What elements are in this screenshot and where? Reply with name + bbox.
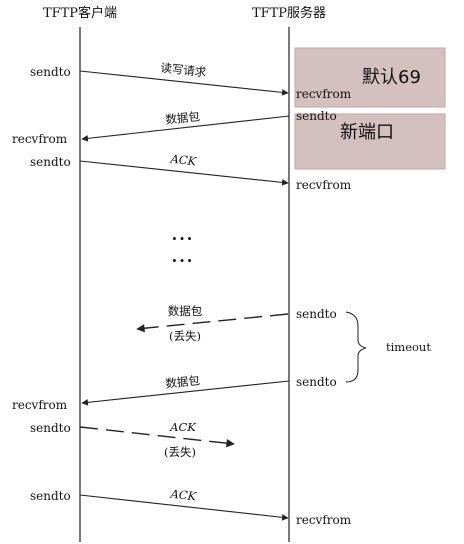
m6-label: ACK xyxy=(169,420,197,434)
ellipsis-2: ... xyxy=(172,247,195,266)
m2-arrow xyxy=(81,115,290,142)
m5-label: 数据包 xyxy=(165,373,201,391)
m4-lost-label: (丢失) xyxy=(169,329,201,343)
timeout-label: timeout xyxy=(386,340,431,354)
m7-recvfrom: recvfrom xyxy=(296,513,352,527)
ellipsis-1: ... xyxy=(172,225,195,244)
default-port-note-box xyxy=(294,47,446,108)
timeout-brace xyxy=(345,311,367,383)
m6-sendto: sendto xyxy=(30,421,71,435)
m1-arrow xyxy=(79,70,289,96)
m1-sendto: sendto xyxy=(30,65,71,79)
m4-arrow xyxy=(136,313,289,333)
new-port-note: 新端口 xyxy=(340,122,394,143)
m1-label: 读写请求 xyxy=(160,61,208,80)
default-port-note: 默认69 xyxy=(362,67,421,88)
m4-sendto: sendto xyxy=(296,307,337,321)
m3-recvfrom: recvfrom xyxy=(296,178,352,192)
m2-recvfrom: recvfrom xyxy=(12,132,68,146)
m7-label: ACK xyxy=(169,487,198,504)
m7-sendto: sendto xyxy=(30,489,71,503)
m5-sendto: sendto xyxy=(296,375,337,389)
m6-arrow xyxy=(79,426,235,448)
m7-arrow xyxy=(79,494,289,521)
m5-recvfrom: recvfrom xyxy=(12,398,68,412)
m3-label: ACK xyxy=(169,152,198,169)
new-port-note-box xyxy=(294,113,446,170)
m2-sendto: sendto xyxy=(296,109,337,123)
client-title: TFTP客户端 xyxy=(43,5,117,21)
m5-arrow xyxy=(81,380,290,406)
m1-recvfrom: recvfrom xyxy=(296,87,352,101)
server-title: TFTP服务器 xyxy=(252,5,326,21)
m3-sendto: sendto xyxy=(30,155,71,169)
m4-label: 数据包 xyxy=(168,304,203,318)
m6-lost-label: (丢失) xyxy=(164,445,196,459)
m2-label: 数据包 xyxy=(165,109,201,127)
m3-arrow xyxy=(79,160,289,186)
